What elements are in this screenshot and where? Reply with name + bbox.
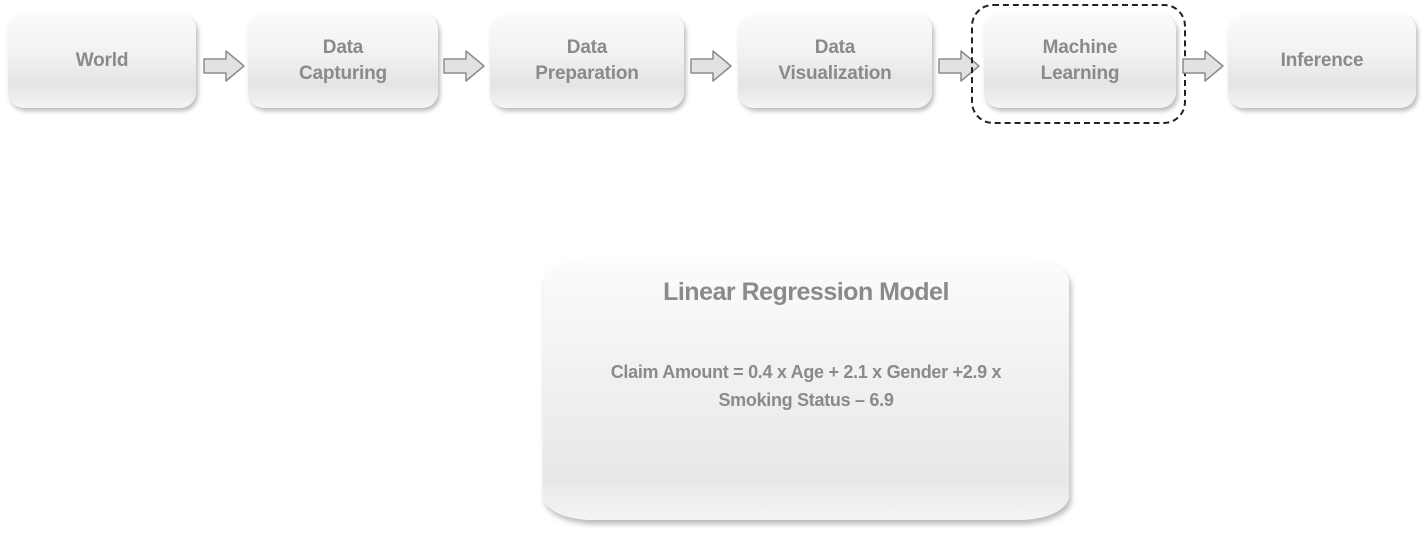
step-machine-learning: Machine Learning [984,14,1176,108]
step-label: Data Preparation [535,37,639,84]
step-label: Inference [1280,50,1364,71]
step-label: Machine Learning [1040,37,1120,84]
step-label: World [75,50,129,71]
model-equation: Claim Amount = 0.4 x Age + 2.1 x Gender … [610,362,1002,410]
arrow-right-icon [203,50,245,82]
step-label: Data Capturing [299,37,387,84]
arrow-right-icon [1182,50,1224,82]
arrow-right-icon [443,50,485,82]
step-data-capturing: Data Capturing [248,14,438,108]
arrow-right-icon [690,50,732,82]
step-world: World [8,14,196,108]
arrow-right-icon [938,50,980,82]
step-data-visualization: Data Visualization [738,14,932,108]
step-inference: Inference [1228,14,1416,108]
model-title: Linear Regression Model [663,278,949,306]
step-label: Data Visualization [778,37,892,84]
model-box: Linear Regression Model Claim Amount = 0… [543,258,1069,520]
step-data-preparation: Data Preparation [490,14,684,108]
